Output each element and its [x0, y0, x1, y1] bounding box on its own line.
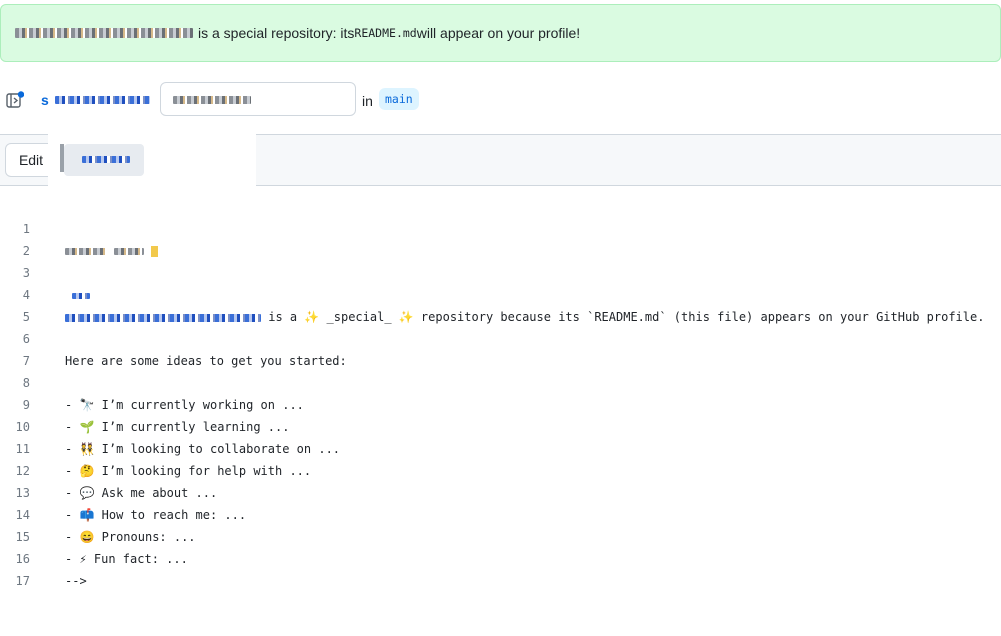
code-text: - 🔭 I’m currently working on ... [65, 398, 304, 412]
tab-divider [60, 144, 64, 172]
code-text: Here are some ideas to get you started: [65, 354, 347, 368]
owner-link[interactable]: s [41, 92, 49, 108]
line-number: 9 [22, 398, 30, 412]
code-line: 12 - 💬 Ask me about ... [0, 438, 1001, 500]
hand-emoji-icon [151, 246, 159, 257]
code-line: 15 - ⚡ Fun fact: ... [0, 504, 1001, 566]
line-number: 10 [15, 420, 30, 434]
redacted-comment [72, 292, 91, 299]
code-editor[interactable]: 1 2 3 4 is a ✨ _special_ ✨ repository be… [0, 196, 1001, 588]
code-text: - 🌱 I’m currently learning ... [65, 420, 290, 434]
branch-badge[interactable]: main [379, 88, 419, 110]
line-number: 5 [22, 310, 30, 324]
banner-text-post: will appear on your profile! [416, 25, 581, 41]
profile-readme-banner: is a special repository: its README.md w… [0, 4, 1001, 62]
line-number: 11 [15, 442, 30, 456]
banner-code: README.md [354, 26, 417, 40]
in-label: in [362, 93, 373, 109]
code-text: - 👯 I’m looking to collaborate on ... [65, 442, 341, 456]
code-line: 7 [0, 328, 1001, 368]
sidebar-toggle-icon[interactable] [6, 91, 25, 109]
code-line: 17 [0, 548, 1001, 588]
code-line: 2 [0, 218, 1001, 258]
code-line: 11 - 🤔 I’m looking for help with ... [0, 416, 1001, 478]
code-line: 5 [0, 284, 1001, 324]
code-line: 10 - 👯 I’m looking to collaborate on ... [0, 394, 1001, 456]
code-line: 14 - 😄 Pronouns: ... [0, 482, 1001, 544]
banner-text-pre: is a special repository: its [198, 25, 355, 41]
line-number: 16 [15, 552, 30, 566]
filename-input[interactable] [160, 82, 356, 116]
code-text: - 😄 Pronouns: ... [65, 530, 196, 544]
code-text: - 💬 Ask me about ... [65, 486, 218, 500]
line-number: 4 [22, 288, 30, 302]
redacted-heading [65, 248, 107, 255]
code-line: 16 --> [0, 526, 1001, 588]
code-text: - ⚡ Fun fact: ... [65, 552, 188, 566]
line-number: 7 [22, 354, 30, 368]
line-number: 3 [22, 266, 30, 280]
code-text [65, 284, 91, 306]
redacted-path [55, 96, 150, 104]
line-number: 1 [22, 222, 30, 236]
code-line: 13 - 📫 How to reach me: ... [0, 460, 1001, 522]
code-text: is a ✨ _special_ ✨ repository because it… [65, 306, 984, 328]
redacted-tab-label [82, 156, 130, 163]
code-text: - 🤔 I’m looking for help with ... [65, 464, 312, 478]
code-text [65, 240, 159, 262]
line-number: 13 [15, 486, 30, 500]
code-line: 1 [0, 196, 1001, 257]
file-path-bar: s in main [0, 80, 1001, 120]
code-line: 6 Here are some ideas to get you started… [0, 306, 1001, 368]
redacted-heading [114, 248, 145, 255]
code-text: --> [65, 574, 87, 588]
line-number: 14 [15, 508, 30, 522]
line-number: 12 [15, 464, 30, 478]
line-number: 8 [22, 376, 30, 390]
line-4-text: is a ✨ _special_ ✨ repository because it… [268, 310, 985, 324]
code-line: 8 - 🔭 I’m currently working on ... [0, 350, 1001, 412]
line-number: 15 [15, 530, 30, 544]
redacted-filename [173, 96, 251, 104]
line-number: 6 [22, 332, 30, 346]
redacted-repo-name [15, 28, 193, 38]
redacted-repo-ref [65, 313, 261, 322]
code-text: - 📫 How to reach me: ... [65, 508, 247, 522]
code-line: 9 - 🌱 I’m currently learning ... [0, 372, 1001, 434]
tab-preview[interactable] [64, 144, 144, 176]
code-line: 4 is a ✨ _special_ ✨ repository because … [0, 262, 1001, 324]
code-line: 3 [0, 240, 1001, 299]
line-number: 17 [15, 574, 30, 588]
line-number: 2 [22, 244, 30, 258]
